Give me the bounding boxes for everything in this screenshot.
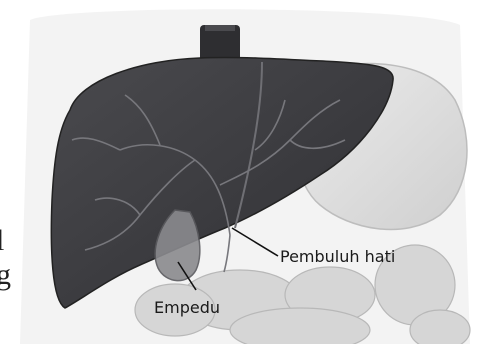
label-gallbladder: Empedu [154, 298, 220, 317]
clipped-text-1: l [0, 224, 4, 258]
label-hepatic-vessel: Pembuluh hati [280, 247, 395, 266]
clipped-text-2: g [0, 258, 11, 292]
